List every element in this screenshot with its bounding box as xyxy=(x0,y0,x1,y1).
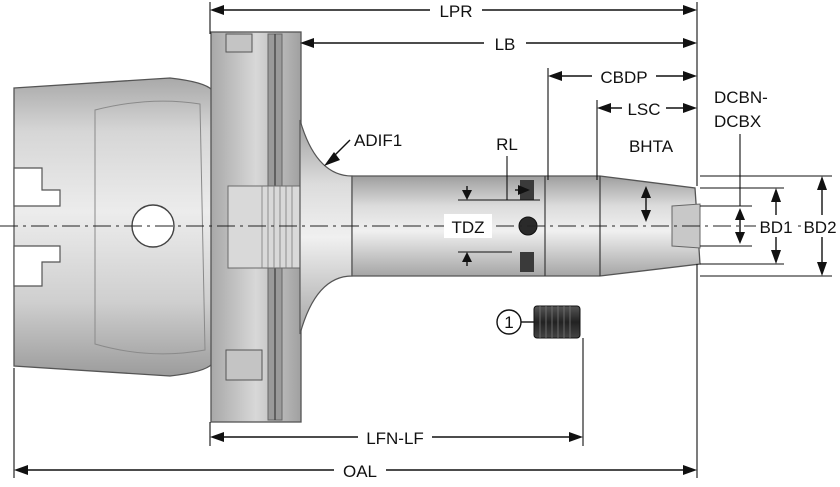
dim-dcbn-dcbx: DCBN- DCBX xyxy=(700,88,768,247)
flange-notch-bottom xyxy=(225,349,263,381)
thread-hatching xyxy=(261,186,293,268)
dim-bd2: BD2 xyxy=(700,175,840,277)
neck-fillet xyxy=(299,119,353,335)
drive-slot-bottom xyxy=(13,245,61,287)
label-bhta: BHTA xyxy=(629,137,674,156)
label-lpr: LPR xyxy=(439,2,472,21)
label-cbdp: CBDP xyxy=(600,68,647,87)
label-dcbx: DCBX xyxy=(714,112,761,131)
coolant-hole-bottom xyxy=(520,252,534,272)
label-bd1: BD1 xyxy=(759,218,792,237)
dim-adif1: ADIF1 xyxy=(324,131,402,166)
label-lfn-lf: LFN-LF xyxy=(366,429,424,448)
dim-bd1: BD1 xyxy=(700,187,796,265)
label-oal: OAL xyxy=(343,462,377,481)
dim-tdz: TDZ xyxy=(444,186,512,266)
taper-section xyxy=(13,77,213,377)
label-callout: 1 xyxy=(504,313,513,332)
label-rl: RL xyxy=(496,135,518,154)
taper-bore xyxy=(94,100,206,355)
dim-lpr: LPR xyxy=(209,0,698,186)
label-tdz: TDZ xyxy=(451,218,484,237)
dim-bhta: BHTA xyxy=(629,137,674,222)
dim-rl: RL xyxy=(494,135,540,201)
label-bd2: BD2 xyxy=(803,218,836,237)
tool-body xyxy=(13,31,701,423)
callout-1: 1 xyxy=(496,309,534,335)
label-lsc: LSC xyxy=(627,100,660,119)
drawbar-thread xyxy=(227,185,301,269)
set-screw xyxy=(533,305,581,339)
dim-lb: LB xyxy=(300,33,697,54)
dim-cbdp: CBDP xyxy=(547,66,697,180)
label-adif1: ADIF1 xyxy=(354,131,402,150)
dim-lsc: LSC xyxy=(596,98,697,180)
dim-oal: OAL xyxy=(13,264,698,481)
dim-lfn-lf: LFN-LF xyxy=(209,338,584,448)
label-dcbn: DCBN- xyxy=(714,88,768,107)
label-lb: LB xyxy=(495,35,516,54)
drive-slot-top xyxy=(13,167,61,207)
flange-notch-top xyxy=(225,33,253,53)
